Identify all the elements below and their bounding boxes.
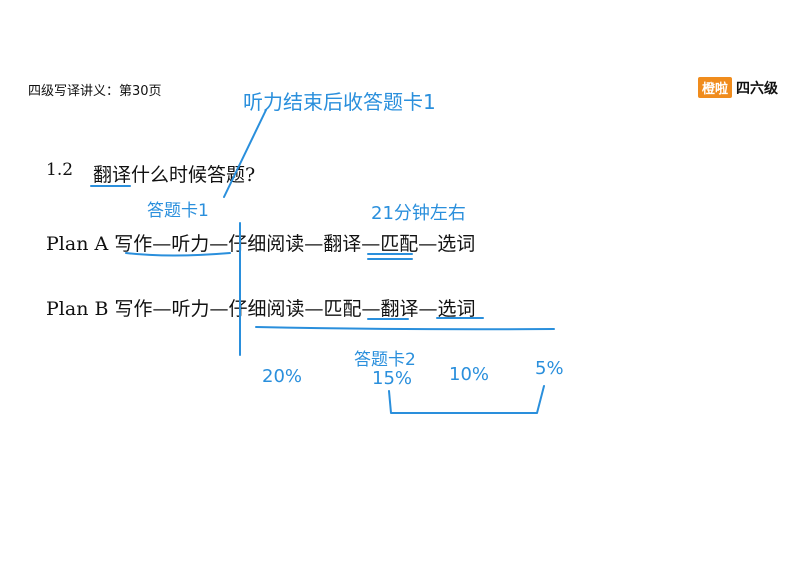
- brand-logo-group: 橙啦 四六级: [697, 77, 778, 98]
- annotation-pct-5: 5%: [535, 358, 564, 379]
- annotation-pct-15: 15%: [372, 368, 413, 389]
- annotation-card2: 答题卡2: [354, 350, 416, 370]
- plan-b-line: Plan B 写作—听力—仔细阅读—匹配—翻译—选词: [46, 298, 476, 320]
- pointer-stroke: [223, 109, 267, 198]
- percent-bracket-stroke: [388, 385, 545, 414]
- annotation-pct-10: 10%: [449, 364, 490, 385]
- annotation-pct-20: 20%: [262, 366, 303, 387]
- section-title: 翻译什么时候答题?: [93, 164, 256, 186]
- annotation-21-minutes: 21分钟左右: [371, 203, 466, 224]
- plan-a-line: Plan A 写作—听力—仔细阅读—翻译—匹配—选词: [46, 233, 476, 255]
- page-breadcrumb: 四级写译讲义：第30页: [28, 84, 162, 99]
- plan-a-writing-underline-stroke: [125, 252, 231, 257]
- section-number: 1.2: [46, 160, 74, 180]
- plan-b-reading-underline-stroke: [255, 326, 555, 331]
- brand-logo: 橙啦: [697, 77, 732, 98]
- brand-text: 四六级: [736, 80, 778, 97]
- annotation-card1: 答题卡1: [147, 201, 209, 221]
- annotation-collect-card1: 听力结束后收答题卡1: [243, 90, 436, 114]
